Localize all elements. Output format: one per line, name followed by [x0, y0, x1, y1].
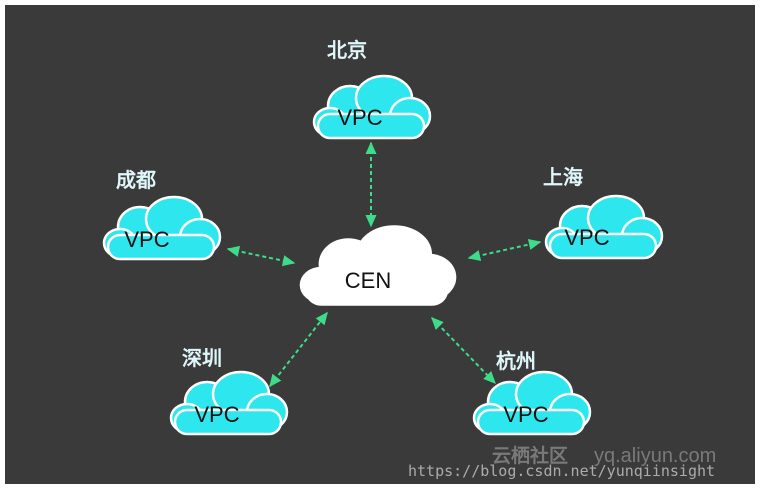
vpc-node-beijing: 北京 VPC — [312, 38, 432, 140]
link-shanghai — [467, 238, 542, 262]
city-label-shanghai: 上海 — [543, 165, 583, 189]
vpc-node-shenzhen: 深圳 VPC — [169, 346, 289, 436]
vpc-node-chengdu: 成都 VPC — [102, 168, 222, 261]
vpc-label-hangzhou: VPC — [503, 402, 548, 427]
cen-label: CEN — [345, 268, 391, 293]
city-label-hangzhou: 杭州 — [496, 349, 536, 373]
link-hangzhou — [431, 316, 496, 385]
city-label-chengdu: 成都 — [116, 168, 156, 192]
watermark-csdn-url: https://blog.csdn.net/yunqiinsight — [408, 462, 715, 480]
vpc-label-shenzhen: VPC — [194, 402, 239, 427]
vpc-label-beijing: VPC — [337, 105, 382, 130]
watermark-aliyun-url: yq.aliyun.com — [594, 445, 716, 467]
vpc-label-chengdu: VPC — [124, 227, 169, 252]
link-shenzhen — [269, 311, 328, 388]
vpc-node-shanghai: 上海 VPC — [543, 165, 664, 260]
vpc-node-hangzhou: 杭州 VPC — [472, 349, 592, 436]
city-label-beijing: 北京 — [327, 38, 367, 62]
vpc-label-shanghai: VPC — [564, 225, 609, 250]
watermark-aliyun-cn: 云栖社区 — [492, 444, 568, 467]
link-chengdu — [226, 245, 296, 267]
links — [226, 141, 542, 388]
city-label-shenzhen: 深圳 — [182, 346, 222, 370]
